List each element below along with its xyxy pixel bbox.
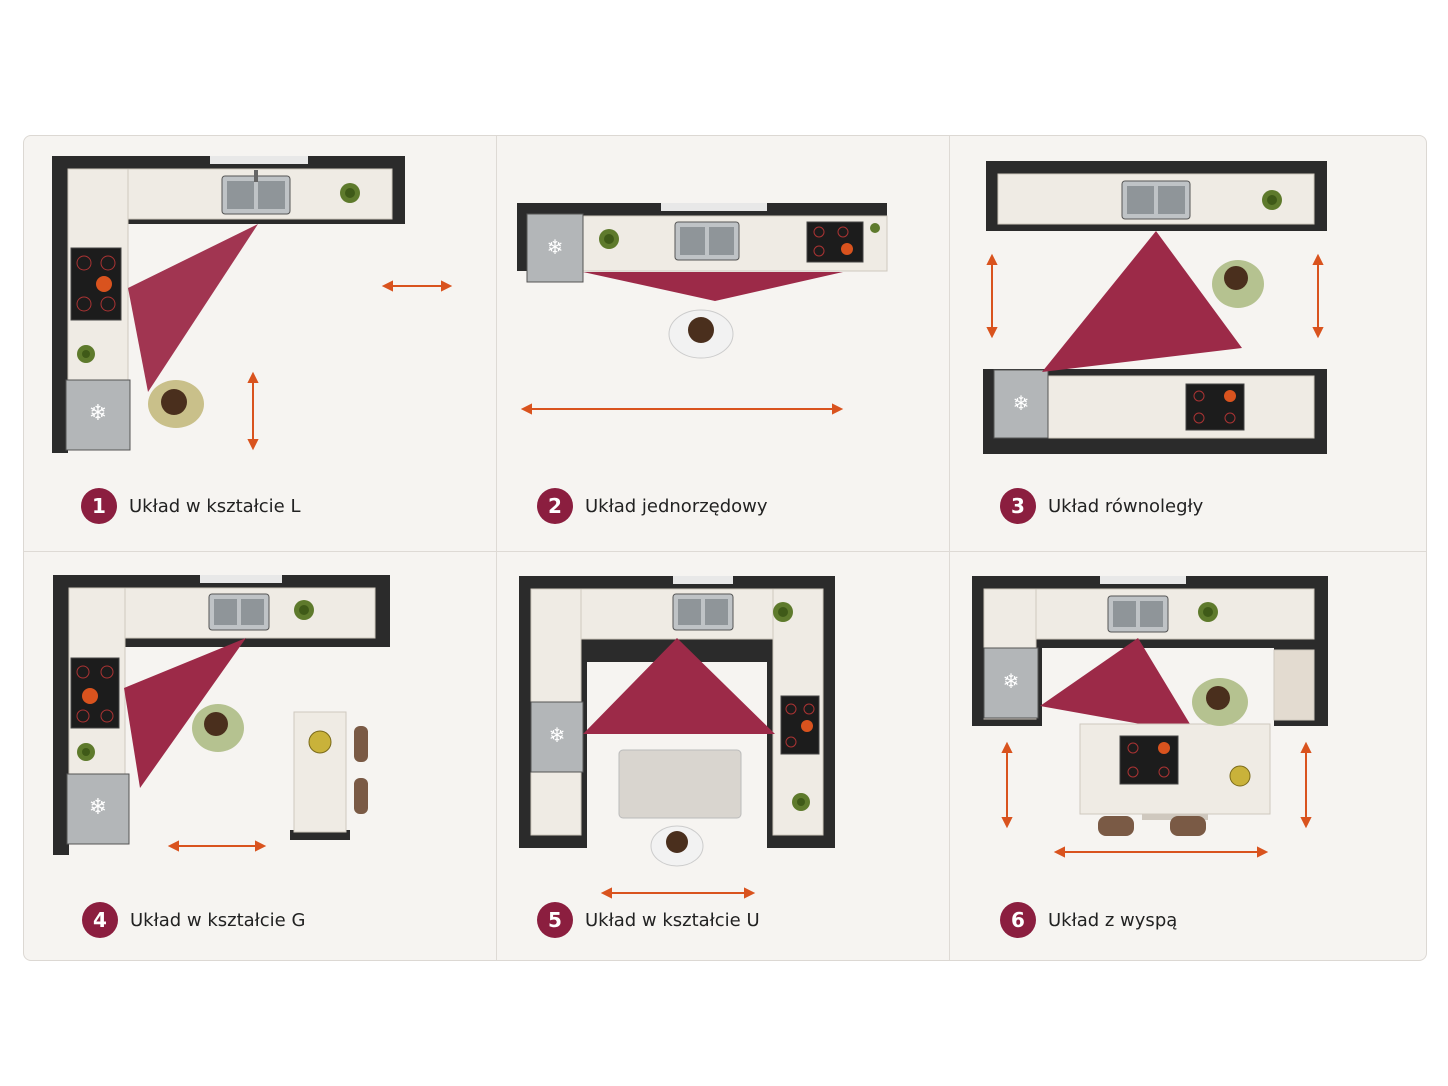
- layout-panel-5: ❄ 5 Układ w kształcie U: [497, 552, 965, 960]
- svg-text:❄: ❄: [1013, 391, 1030, 415]
- cooktop-icon: [806, 221, 864, 263]
- person-icon: [650, 825, 704, 867]
- layout-label-5: 5 Układ w kształcie U: [537, 902, 760, 938]
- fruit-bowl-icon: [1229, 765, 1251, 787]
- cooktop-icon: [1185, 383, 1245, 431]
- work-triangle: [1040, 638, 1196, 734]
- layout-label-6: 6 Układ z wyspą: [1000, 902, 1177, 938]
- divider: [496, 136, 497, 960]
- fridge-icon: ❄: [993, 369, 1049, 439]
- layout-number-badge: 2: [537, 488, 573, 524]
- layout-panel-3: ❄ 3 Układ równoległy: [950, 136, 1418, 549]
- layout-number-badge: 1: [81, 488, 117, 524]
- svg-text:❄: ❄: [89, 795, 107, 820]
- window: [200, 575, 282, 583]
- fridge-icon: ❄: [983, 647, 1039, 719]
- plant-icon: [340, 183, 360, 203]
- layout-label-4: 4 Układ w kształcie G: [82, 902, 305, 938]
- work-triangle: [583, 638, 775, 734]
- plant-icon: [77, 345, 95, 363]
- layout-label-1: 1 Układ w kształcie L: [81, 488, 301, 524]
- counter-bottom: [995, 375, 1315, 439]
- work-triangle: [124, 638, 246, 788]
- layout-panel-4: ❄ 4 Układ w k: [24, 552, 492, 960]
- layout-panel-1: ❄ 1 Układ w kształcie L: [24, 136, 492, 549]
- layout-title: Układ równoległy: [1048, 495, 1204, 517]
- plant-icon: [1198, 602, 1218, 622]
- pantry: [1273, 649, 1315, 721]
- person-icon: [192, 704, 244, 752]
- plant-icon: [1262, 190, 1282, 210]
- layout-number-badge: 5: [537, 902, 573, 938]
- dimension-arrow-icon: [167, 840, 267, 852]
- plant-icon: [792, 793, 810, 811]
- layout-label-2: 2 Układ jednorzędowy: [537, 488, 768, 524]
- sink-icon: [1107, 595, 1169, 633]
- layout-label-3: 3 Układ równoległy: [1000, 488, 1203, 524]
- sink-icon: [1121, 180, 1191, 220]
- dimension-arrow-icon: [381, 280, 453, 292]
- dimension-arrow-icon: [1300, 741, 1312, 829]
- plant-icon: [773, 602, 793, 622]
- fruit-bowl-icon: [308, 730, 332, 754]
- plant-icon: [599, 229, 619, 249]
- window: [1100, 576, 1186, 584]
- svg-text:❄: ❄: [1003, 669, 1020, 693]
- rug-icon: [618, 749, 742, 819]
- kitchen-layouts-grid: ❄ 1 Układ w kształcie L: [23, 135, 1427, 961]
- cooktop-icon: [70, 657, 120, 729]
- fridge-icon: ❄: [66, 773, 130, 845]
- cooktop-icon: [70, 247, 122, 321]
- divider: [949, 136, 950, 960]
- dimension-arrow-icon: [986, 253, 998, 339]
- dimension-arrow-icon: [1001, 741, 1013, 829]
- person-icon: [668, 309, 734, 359]
- svg-text:❄: ❄: [89, 401, 107, 426]
- wall: [53, 575, 69, 855]
- dimension-arrow-icon: [1053, 846, 1269, 858]
- layout-title: Układ w kształcie U: [585, 909, 760, 931]
- person-icon: [1212, 260, 1264, 308]
- divider: [24, 551, 1426, 552]
- sink-icon: [208, 593, 270, 631]
- svg-text:❄: ❄: [549, 723, 566, 747]
- layout-number-badge: 3: [1000, 488, 1036, 524]
- layout-number-badge: 6: [1000, 902, 1036, 938]
- sink-icon: [674, 221, 740, 261]
- work-triangle: [1042, 231, 1242, 372]
- window: [673, 576, 733, 584]
- stool-icon: [354, 726, 368, 814]
- wall: [52, 156, 68, 453]
- dimension-arrow-icon: [1312, 253, 1324, 339]
- work-triangle: [583, 272, 843, 301]
- layout-panel-2: ❄: [497, 136, 965, 549]
- window: [210, 156, 308, 164]
- fridge-icon: ❄: [530, 701, 584, 773]
- layout-title: Układ w kształcie G: [130, 909, 306, 931]
- dimension-arrow-icon: [247, 371, 259, 451]
- layout-title: Układ z wyspą: [1048, 909, 1178, 931]
- dimension-arrow-icon: [600, 887, 756, 899]
- work-triangle: [128, 224, 258, 392]
- sink-icon: [221, 170, 291, 215]
- window: [661, 203, 767, 211]
- person-icon: [1192, 678, 1248, 726]
- layout-title: Układ jednorzędowy: [585, 495, 768, 517]
- cooktop-icon: [780, 695, 820, 755]
- plant-icon: [77, 743, 95, 761]
- person-icon: [148, 380, 204, 428]
- dimension-arrow-icon: [520, 403, 844, 415]
- sink-icon: [672, 593, 734, 631]
- fridge-icon: ❄: [65, 379, 131, 451]
- svg-text:❄: ❄: [547, 235, 564, 259]
- plant-icon: [870, 223, 880, 233]
- fridge-icon: ❄: [526, 213, 584, 283]
- layout-panel-6: ❄: [950, 552, 1418, 960]
- cooktop-icon: [1119, 735, 1179, 785]
- layout-number-badge: 4: [82, 902, 118, 938]
- layout-title: Układ w kształcie L: [129, 495, 301, 517]
- stool-icon: [1098, 816, 1206, 836]
- plant-icon: [294, 600, 314, 620]
